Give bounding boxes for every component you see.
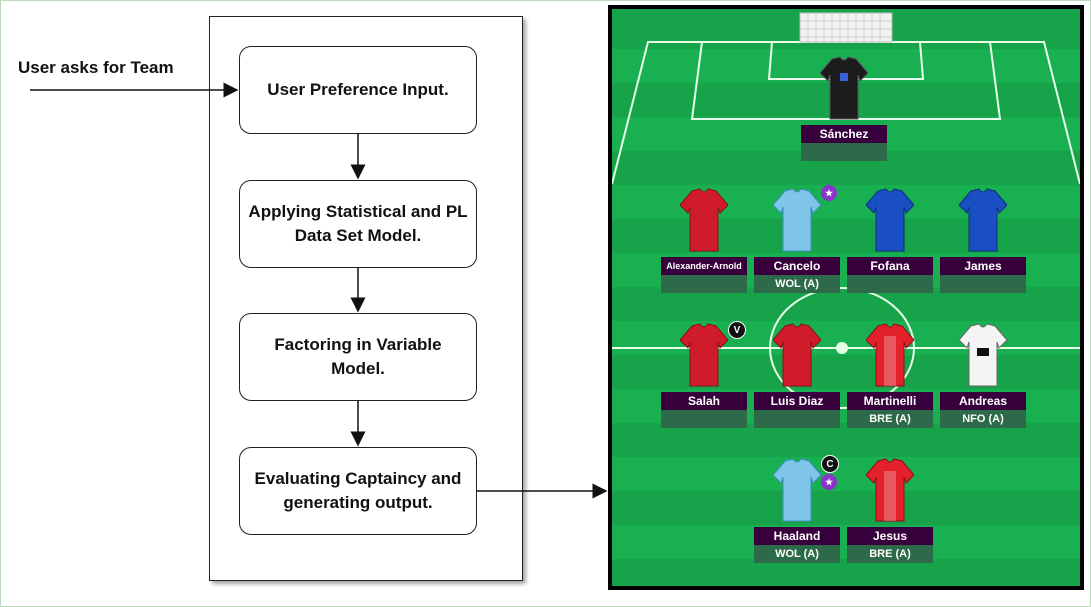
player-name: Salah bbox=[661, 392, 747, 410]
player-fixture bbox=[754, 410, 840, 428]
player-name: James bbox=[940, 257, 1026, 275]
vice-captain-badge: V bbox=[728, 321, 746, 339]
step-variable-model: Factoring in Variable Model. bbox=[239, 313, 477, 401]
player-name: Jesus bbox=[847, 527, 933, 545]
player-midfielder-2[interactable]: Luis Diaz bbox=[753, 322, 841, 428]
shirt-icon bbox=[866, 323, 914, 387]
shirt-icon bbox=[680, 188, 728, 252]
player-name: Haaland bbox=[754, 527, 840, 545]
step-statistical-model: Applying Statistical and PL Data Set Mod… bbox=[239, 180, 477, 268]
player-midfielder-1[interactable]: V Salah bbox=[660, 321, 748, 428]
player-fixture: BRE (A) bbox=[847, 545, 933, 563]
player-name: Andreas bbox=[940, 392, 1026, 410]
player-fixture bbox=[847, 275, 933, 293]
input-label: User asks for Team bbox=[18, 58, 174, 77]
player-defender-4[interactable]: James bbox=[939, 187, 1027, 293]
player-fixture bbox=[940, 275, 1026, 293]
shirt-icon bbox=[959, 323, 1007, 387]
shirt-icon bbox=[866, 188, 914, 252]
shirt-icon bbox=[680, 323, 728, 387]
player-name: Martinelli bbox=[847, 392, 933, 410]
player-fixture: WOL (A) bbox=[754, 545, 840, 563]
pitch-frame: Sánchez Alexander-Arnold ★ Cancelo WOL (… bbox=[608, 5, 1084, 590]
player-fixture: WOL (A) bbox=[754, 275, 840, 293]
star-icon: ★ bbox=[821, 185, 837, 201]
player-name: Cancelo bbox=[754, 257, 840, 275]
shirt-icon bbox=[820, 56, 868, 120]
star-icon: ★ bbox=[821, 474, 837, 490]
shirt-icon bbox=[959, 188, 1007, 252]
player-defender-1[interactable]: Alexander-Arnold bbox=[660, 187, 748, 293]
shirt-icon bbox=[866, 458, 914, 522]
player-fixture: BRE (A) bbox=[847, 410, 933, 428]
pitch: Sánchez Alexander-Arnold ★ Cancelo WOL (… bbox=[612, 9, 1080, 586]
step-captaincy-output: Evaluating Captaincy and generating outp… bbox=[239, 447, 477, 535]
player-name: Alexander-Arnold bbox=[661, 257, 747, 275]
player-fixture bbox=[801, 143, 887, 161]
player-fixture: NFO (A) bbox=[940, 410, 1026, 428]
player-fixture bbox=[661, 410, 747, 428]
player-defender-2[interactable]: ★ Cancelo WOL (A) bbox=[753, 185, 841, 293]
player-forward-2[interactable]: Jesus BRE (A) bbox=[846, 457, 934, 563]
shirt-icon bbox=[773, 458, 821, 522]
step-user-preference: User Preference Input. bbox=[239, 46, 477, 134]
player-name: Sánchez bbox=[801, 125, 887, 143]
player-fixture bbox=[661, 275, 747, 293]
player-midfielder-4[interactable]: Andreas NFO (A) bbox=[939, 322, 1027, 428]
shirt-icon bbox=[773, 323, 821, 387]
player-name: Fofana bbox=[847, 257, 933, 275]
shirt-icon bbox=[773, 188, 821, 252]
player-midfielder-3[interactable]: Martinelli BRE (A) bbox=[846, 322, 934, 428]
captain-badge: C bbox=[821, 455, 839, 473]
player-defender-3[interactable]: Fofana bbox=[846, 187, 934, 293]
player-name: Luis Diaz bbox=[754, 392, 840, 410]
player-forward-1[interactable]: C ★ Haaland WOL (A) bbox=[753, 455, 841, 563]
player-goalkeeper[interactable]: Sánchez bbox=[800, 55, 888, 161]
